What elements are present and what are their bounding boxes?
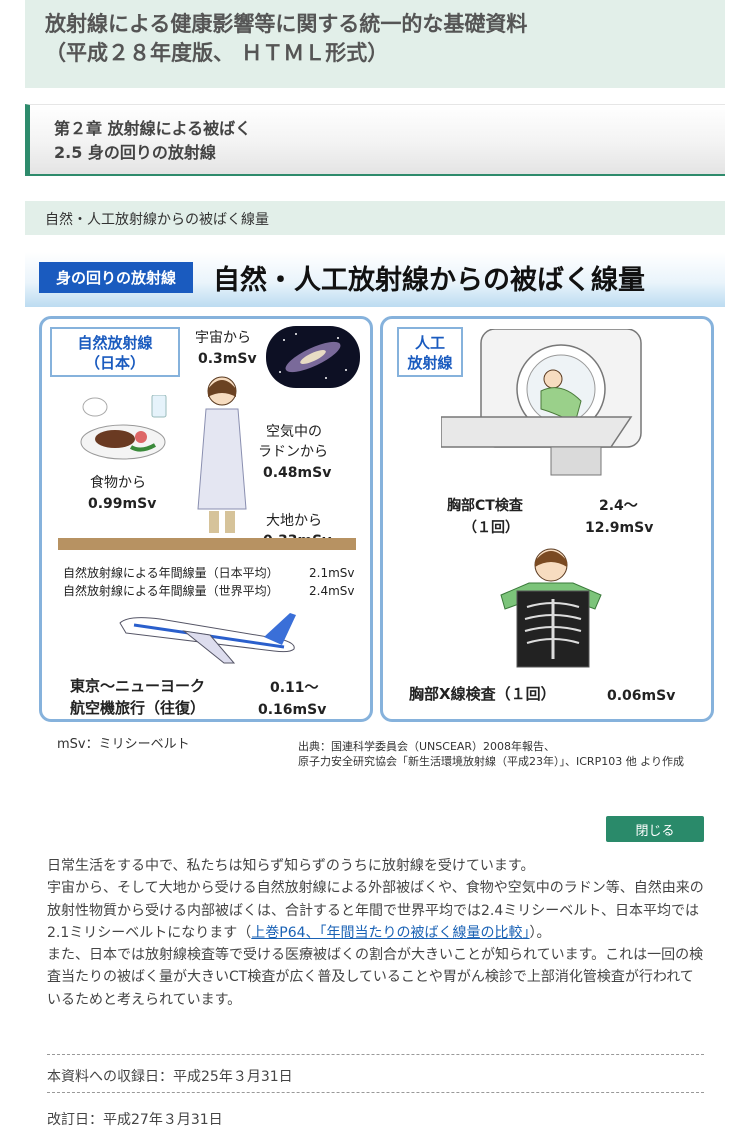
figure-heading: 自然・人工放射線からの被ばく線量 bbox=[213, 265, 645, 296]
annual-japan-label: 自然放射線による年間線量（日本平均） bbox=[63, 566, 279, 580]
radon-label-line2: ラドンから bbox=[258, 444, 328, 460]
space-label: 宇宙から bbox=[195, 330, 251, 346]
source-line2: 原子力安全研究協会「新生活環境放射線（平成23年）」、ICRP103 他 より作… bbox=[298, 755, 684, 768]
ground-strip bbox=[58, 538, 356, 550]
ct-label-line2: （１回） bbox=[463, 520, 519, 536]
divider bbox=[47, 1054, 704, 1055]
chapter-heading: 第２章 放射線による被ばく 2.5 身の回りの放射線 bbox=[25, 104, 725, 176]
airplane-illustration bbox=[119, 613, 296, 664]
artificial-radiation-panel: 人工 放射線 胸部CT検査 （１回） 2.4～ 12.9mSv 胸部X線検査（１… bbox=[380, 316, 714, 722]
galaxy-image bbox=[266, 326, 360, 388]
natural-label-line1: 自然放射線 bbox=[77, 334, 153, 352]
radon-label-line1: 空気中の bbox=[266, 424, 322, 440]
close-button[interactable]: 閉じる bbox=[606, 816, 704, 842]
document-title-line2: （平成２８年度版、 ＨＴＭＬ形式） bbox=[45, 41, 389, 65]
divider bbox=[47, 1092, 704, 1093]
natural-radiation-label: 自然放射線 （日本） bbox=[50, 327, 180, 377]
revised-date: 改訂日：平成27年３月31日 bbox=[47, 1112, 223, 1128]
annual-world-value: 2.4mSv bbox=[309, 584, 355, 598]
artificial-label-line1: 人工 bbox=[414, 334, 445, 352]
space-value: 0.3mSv bbox=[198, 351, 257, 367]
body-text: 日常生活をする中で、私たちは知らず知らずのうちに放射線を受けています。 宇宙から… bbox=[47, 855, 707, 1011]
flight-value-line1: 0.11～ bbox=[270, 680, 319, 696]
ground-label: 大地から bbox=[266, 513, 322, 529]
food-label: 食物から bbox=[90, 475, 146, 491]
body-paragraph-3: また、日本では放射線検査等で受ける医療被ばくの割合が大きいことが知られています。… bbox=[47, 947, 704, 1008]
body-paragraph-2: 宇宙から、そして大地から受ける自然放射線による外部被ばくや、食物や空気中のラドン… bbox=[47, 877, 707, 944]
chapter-title: 第２章 放射線による被ばく bbox=[54, 119, 252, 138]
annual-japan-value: 2.1mSv bbox=[309, 566, 355, 580]
section-number-title: 2.5 身の回りの放射線 bbox=[54, 143, 216, 162]
reference-link[interactable]: 上巻P64、「年間当たりの被ばく線量の比較」 bbox=[251, 924, 530, 941]
woman-illustration bbox=[197, 376, 247, 533]
ct-value-line2: 12.9mSv bbox=[585, 520, 654, 536]
natural-radiation-panel: 自然放射線 （日本） 宇宙から 0.3mSv 食物から 0.99mSv 空気中の… bbox=[39, 316, 373, 722]
ct-scanner-illustration bbox=[441, 329, 642, 476]
xray-value: 0.06mSv bbox=[607, 688, 676, 704]
received-date: 本資料への収録日：平成25年３月31日 bbox=[47, 1069, 293, 1085]
food-illustration bbox=[80, 395, 167, 460]
figure-banner: 身の回りの放射線 自然・人工放射線からの被ばく線量 bbox=[25, 252, 725, 307]
flight-label-line1: 東京～ニューヨーク bbox=[70, 677, 206, 695]
document-header: 放射線による健康影響等に関する統一的な基礎資料 （平成２８年度版、 ＨＴＭＬ形式… bbox=[25, 0, 725, 88]
unit-note: mSv：ミリシーベルト bbox=[57, 737, 190, 752]
figure-section-title: 自然・人工放射線からの被ばく線量 bbox=[25, 201, 725, 235]
artificial-label-line2: 放射線 bbox=[407, 354, 453, 372]
artificial-radiation-label: 人工 放射線 bbox=[397, 327, 463, 377]
document-title-line1: 放射線による健康影響等に関する統一的な基礎資料 bbox=[45, 12, 528, 36]
natural-label-line2: （日本） bbox=[84, 354, 145, 372]
body-paragraph-1: 日常生活をする中で、私たちは知らず知らずのうちに放射線を受けています。 bbox=[47, 858, 535, 874]
flight-label-line2: 航空機旅行（往復） bbox=[70, 699, 206, 717]
food-value: 0.99mSv bbox=[88, 496, 157, 512]
flight-value-line2: 0.16mSv bbox=[258, 702, 327, 718]
xray-illustration bbox=[500, 548, 602, 668]
ct-value-line1: 2.4～ bbox=[599, 498, 638, 514]
source-line1: 出典：国連科学委員会（UNSCEAR）2008年報告、 bbox=[298, 740, 556, 753]
ct-label-line1: 胸部CT検査 bbox=[447, 498, 523, 514]
body-paragraph-2-end: ）。 bbox=[529, 924, 551, 941]
xray-label: 胸部X線検査（１回） bbox=[409, 685, 556, 703]
radon-value: 0.48mSv bbox=[263, 465, 332, 481]
body-paragraph-2-text: 宇宙から、そして大地から受ける自然放射線による外部被ばくや、食物や空気中のラドン… bbox=[47, 880, 704, 941]
annual-world-label: 自然放射線による年間線量（世界平均） bbox=[63, 584, 279, 598]
figure-tag: 身の回りの放射線 bbox=[39, 262, 193, 293]
